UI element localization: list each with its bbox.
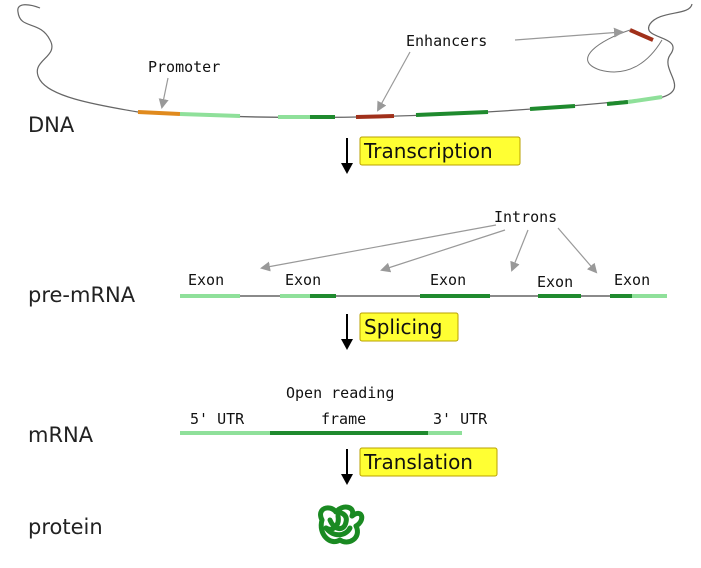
orf-label-line2: frame [321, 410, 366, 428]
down-arrow-head [341, 163, 353, 174]
dna-strand-loop [587, 29, 663, 73]
dna-exon-3 [415, 110, 489, 117]
intron-pointer-4 [557, 227, 598, 274]
row-label-dna: DNA [28, 113, 75, 137]
translation-step: Translation [341, 447, 498, 485]
intron-pointer-2 [380, 229, 506, 273]
enhancer-segment-2 [629, 28, 654, 42]
dna-strand-right-coil [647, 3, 693, 98]
utr3-label: 3' UTR [433, 410, 488, 428]
utr5-label: 5' UTR [190, 410, 245, 428]
intron-pointer-3 [510, 229, 529, 272]
introns-label: Introns [494, 208, 557, 226]
translation-label: Translation [363, 450, 473, 474]
dna-exon-5a [606, 100, 629, 106]
splicing-box [359, 312, 459, 342]
dna-exon-1 [179, 112, 241, 118]
enhancer-segment-1 [355, 114, 395, 119]
row-label-mrna: mRNA [28, 423, 94, 447]
dna-exon-4 [529, 104, 576, 111]
transcription-step: Transcription [341, 136, 521, 174]
orf-label-line1: Open reading [286, 384, 394, 402]
exon-label-2: Exon [285, 271, 321, 289]
row-label-protein: protein [28, 515, 103, 539]
dna-exon-5b [627, 95, 663, 104]
down-arrow-head [341, 474, 353, 485]
enhancer-pointer-2 [514, 27, 624, 41]
enhancers-label: Enhancers [406, 32, 487, 50]
exon-label-3: Exon [430, 271, 466, 289]
exon-label-1: Exon [188, 271, 224, 289]
exon-label-5: Exon [614, 271, 650, 289]
protein-blob-icon [318, 504, 365, 545]
enhancer-pointer-1 [377, 51, 411, 112]
splicing-step: Splicing [341, 312, 459, 350]
promoter-label: Promoter [148, 58, 220, 76]
promoter-segment [137, 110, 181, 116]
transcription-label: Transcription [363, 139, 493, 163]
exon-label-4: Exon [537, 273, 573, 291]
transcription-box [359, 136, 521, 166]
down-arrow-head [341, 339, 353, 350]
row-label-pre-mrna: pre-mRNA [28, 283, 136, 307]
splicing-label: Splicing [364, 315, 442, 339]
translation-box [359, 447, 498, 477]
intron-pointer-1 [260, 224, 497, 272]
dna-strand-left-coil [17, 4, 139, 113]
promoter-pointer [158, 77, 169, 109]
